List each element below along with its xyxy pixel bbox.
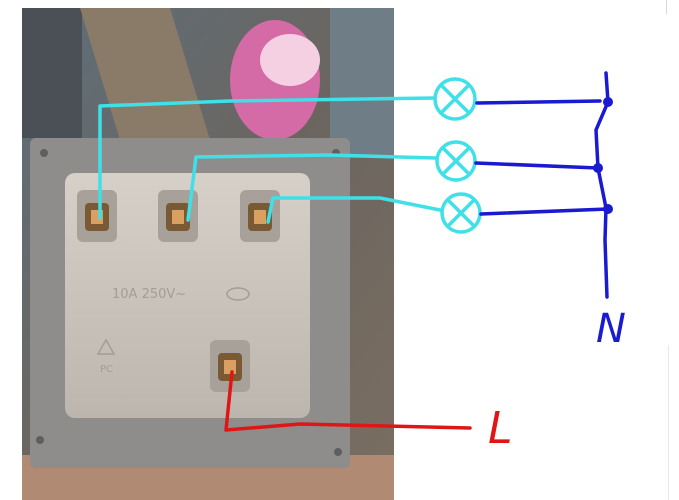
safety-mark-icon — [226, 287, 250, 301]
margin-mark — [668, 345, 669, 500]
terminal-1 — [77, 190, 117, 242]
terminal-common — [210, 340, 250, 392]
switched-wire-3 — [266, 196, 442, 224]
terminal-2 — [158, 190, 198, 242]
pink-cup-rim — [260, 34, 320, 86]
switched-wire-1 — [98, 96, 437, 220]
neutral-junction-2 — [593, 163, 603, 173]
line-label: L — [488, 403, 513, 454]
right-wall — [330, 8, 394, 158]
neutral-wire-1 — [475, 99, 602, 105]
left-board — [22, 8, 82, 138]
mark-label: PC — [100, 364, 113, 375]
rating-label: 10A 250V~ — [112, 287, 186, 302]
neutral-junction-1 — [603, 97, 613, 107]
neutral-label: N — [596, 306, 626, 352]
plate-hole-top-left — [40, 149, 48, 157]
neutral-wire-3 — [479, 207, 610, 216]
margin-mark — [666, 0, 667, 14]
lamp-1-icon — [433, 77, 477, 121]
plate-hole-bottom-left — [36, 436, 44, 444]
terminal-3 — [240, 190, 280, 242]
photo: 10A 250V~ PC — [22, 8, 394, 500]
switched-wire-2 — [186, 153, 438, 222]
lamp-3-icon — [440, 192, 482, 234]
wiring-overlay — [98, 71, 613, 432]
recycle-triangle-icon — [96, 338, 116, 355]
lamp-2-icon — [435, 140, 477, 182]
plate-hole-bottom-right — [334, 448, 342, 456]
neutral-wire-2 — [474, 161, 600, 170]
line-wire — [224, 370, 472, 432]
neutral-junction-3 — [603, 204, 613, 214]
